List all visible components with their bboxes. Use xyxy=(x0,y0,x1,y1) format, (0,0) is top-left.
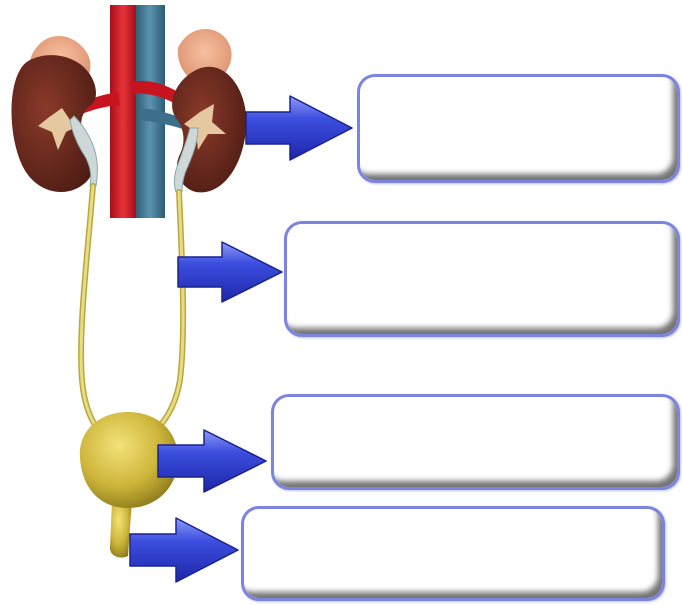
arrow-1 xyxy=(246,96,352,160)
left-ureter-highlight xyxy=(81,186,100,432)
label-box-1[interactable] xyxy=(357,74,680,183)
arrow-2 xyxy=(178,242,282,302)
arrow-4 xyxy=(130,518,238,582)
right-ureter xyxy=(156,192,183,430)
aorta xyxy=(110,5,136,218)
label-box-2[interactable] xyxy=(284,221,680,337)
label-box-3[interactable] xyxy=(271,394,680,490)
urethra xyxy=(110,500,132,558)
label-box-4[interactable] xyxy=(241,506,665,601)
